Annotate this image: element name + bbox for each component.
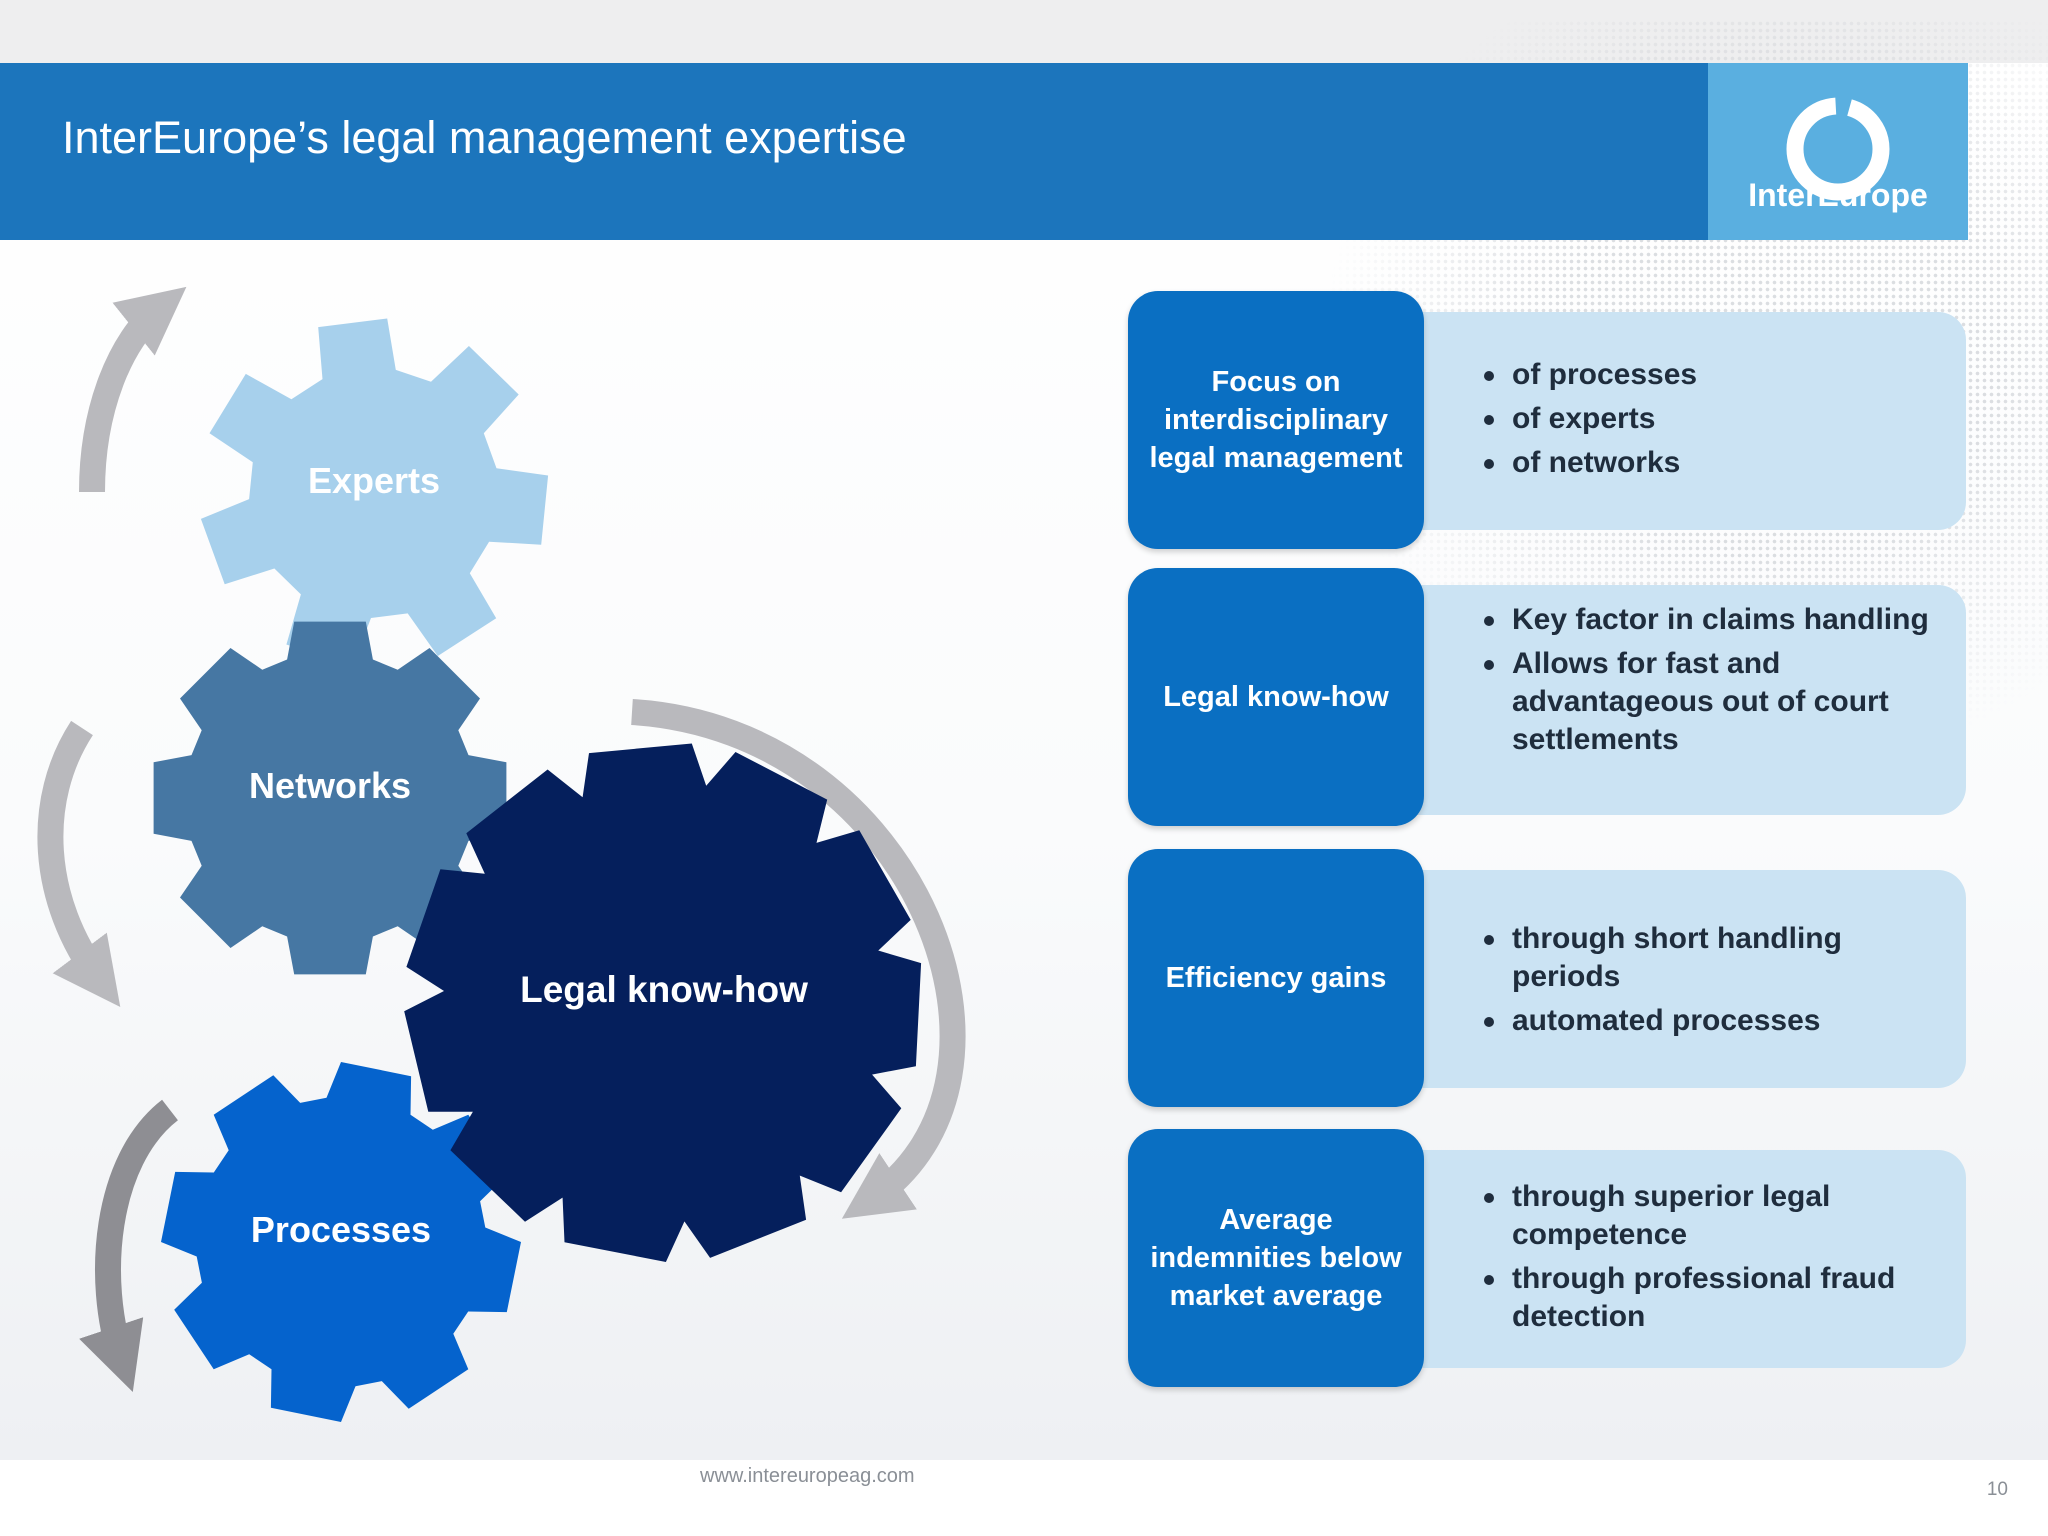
logo-ring-icon	[1786, 97, 1890, 201]
bullet-item: Key factor in claims handling	[1478, 601, 1948, 639]
gear-label-networks: Networks	[249, 765, 411, 806]
row-bar-2	[1410, 585, 1966, 815]
bullet-item: of experts	[1478, 400, 1948, 438]
row-heading-box-4: Average indemnities below market average	[1128, 1129, 1424, 1387]
gear-label-experts: Experts	[308, 460, 440, 501]
bullet-item: Allows for fast and advantageous out of …	[1478, 645, 1948, 759]
row-heading-box-1: Focus on interdisciplinary legal managem…	[1128, 291, 1424, 549]
page-number: 10	[1986, 1479, 2008, 1500]
curved-arrow-right	[631, 699, 966, 1219]
footer-url[interactable]: www.intereuropeag.com	[700, 1465, 915, 1487]
row-heading-2: Legal know-how	[1163, 681, 1389, 713]
intereurope-logo: InterEurope	[1708, 63, 1968, 240]
row-bullets-2: Key factor in claims handling Allows for…	[1478, 601, 1948, 765]
row-heading-3: Efficiency gains	[1165, 962, 1387, 994]
gear-label-processes: Processes	[251, 1209, 431, 1250]
bullet-item: through short handling periods	[1478, 920, 1948, 996]
gear-experts	[200, 318, 549, 667]
gear-processes	[161, 1062, 521, 1422]
row-bar-4	[1410, 1150, 1966, 1368]
gear-networks	[153, 621, 507, 975]
row-heading-1: Focus on interdisciplinary legal managem…	[1149, 366, 1403, 474]
bullet-item: of processes	[1478, 356, 1948, 394]
logo-text: InterEurope	[1748, 177, 1928, 213]
slide-title: InterEurope’s legal management expertise	[62, 112, 907, 163]
curved-arrow-left	[37, 720, 121, 1008]
row-bullets-3: through short handling periods automated…	[1478, 920, 1948, 1046]
bullet-item: automated processes	[1478, 1002, 1948, 1040]
row-bar-1	[1410, 312, 1966, 530]
bullet-item: of networks	[1478, 444, 1948, 482]
row-heading-box-3: Efficiency gains	[1128, 849, 1424, 1107]
title-bar	[0, 63, 1708, 240]
bullet-item: through superior legal competence	[1478, 1178, 1948, 1254]
row-heading-box-2: Legal know-how	[1128, 568, 1424, 826]
row-bar-3	[1410, 870, 1966, 1088]
gears-diagram: Experts Networks Legal know-how Processe…	[37, 286, 966, 1422]
curved-arrow-bottom	[79, 1099, 179, 1393]
curved-arrow-top	[79, 286, 187, 493]
bullet-item: through professional fraud detection	[1478, 1260, 1948, 1336]
gear-legal-know-how	[404, 743, 922, 1262]
gear-label-legal-know-how: Legal know-how	[520, 969, 808, 1010]
row-heading-4: Average indemnities below market average	[1150, 1204, 1402, 1312]
row-bullets-1: of processes of experts of networks	[1478, 356, 1948, 488]
row-bullets-4: through superior legal competence throug…	[1478, 1178, 1948, 1342]
top-band	[0, 0, 2048, 63]
